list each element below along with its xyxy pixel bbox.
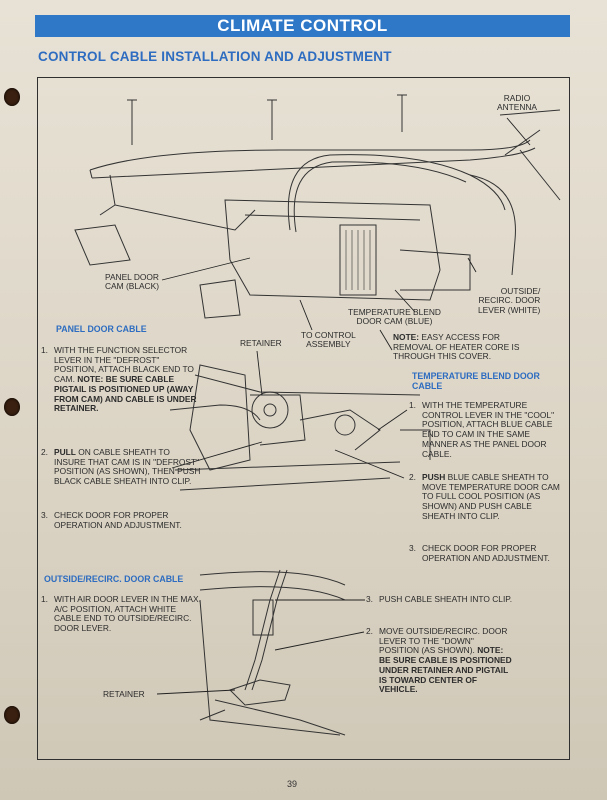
diagram-frame xyxy=(37,77,570,760)
label-panel-door-cam: PANEL DOOR CAM (BLACK) xyxy=(105,272,159,292)
panel-door-step-2: 2. PULL ON CABLE SHEATH TO INSURE THAT C… xyxy=(41,447,201,487)
temp-blend-cable-title: TEMPERATURE BLEND DOOR CABLE xyxy=(412,371,540,391)
binder-hole xyxy=(4,88,20,106)
panel-door-cable-title: PANEL DOOR CABLE xyxy=(56,324,147,334)
label-radio-antenna: RADIO ANTENNA xyxy=(497,93,538,113)
label-temp-blend-cam: TEMPERATURE BLEND DOOR CAM (BLUE) xyxy=(348,307,441,327)
section-header: CLIMATE CONTROL xyxy=(35,15,570,37)
label-outside-recirc-lever: OUTSIDE/ RECIRC. DOOR LEVER (WHITE) xyxy=(478,286,541,315)
label-to-control-assembly: TO CONTROL ASSEMBLY xyxy=(301,330,356,350)
temp-blend-step-1: 1. WITH THE TEMPERATURE CONTROL LEVER IN… xyxy=(409,400,555,459)
label-retainer-bottom: RETAINER xyxy=(103,689,145,699)
note-label: NOTE: xyxy=(393,332,420,342)
temp-blend-step-2: 2. PUSH BLUE CABLE SHEATH TO MOVE TEMPER… xyxy=(409,472,560,521)
binder-hole xyxy=(4,706,20,724)
label-retainer-top: RETAINER xyxy=(240,338,282,348)
outside-recirc-step-2: 2. MOVE OUTSIDE/RECIRC. DOOR LEVER TO TH… xyxy=(366,626,512,695)
panel-door-step-3: 3. CHECK DOOR FOR PROPER OPERATION AND A… xyxy=(41,510,182,530)
heater-core-note: NOTE: EASY ACCESS FOR REMOVAL OF HEATER … xyxy=(393,332,528,362)
outside-recirc-step-1: 1. WITH AIR DOOR LEVER IN THE MAX. A/C P… xyxy=(41,594,201,634)
page-subtitle: CONTROL CABLE INSTALLATION AND ADJUSTMEN… xyxy=(38,49,392,64)
outside-recirc-step-3: 3. PUSH CABLE SHEATH INTO CLIP. xyxy=(366,594,513,604)
outside-recirc-cable-title: OUTSIDE/RECIRC. DOOR CABLE xyxy=(44,574,184,584)
panel-door-step-1: 1. WITH THE FUNCTION SELECTOR LEVER IN T… xyxy=(41,345,197,414)
note-text: EASY ACCESS FOR REMOVAL OF HEATER CORE I… xyxy=(393,332,520,362)
binder-hole xyxy=(4,398,20,416)
temp-blend-step-3: 3. CHECK DOOR FOR PROPER OPERATION AND A… xyxy=(409,543,550,563)
page-number: 39 xyxy=(287,779,298,789)
